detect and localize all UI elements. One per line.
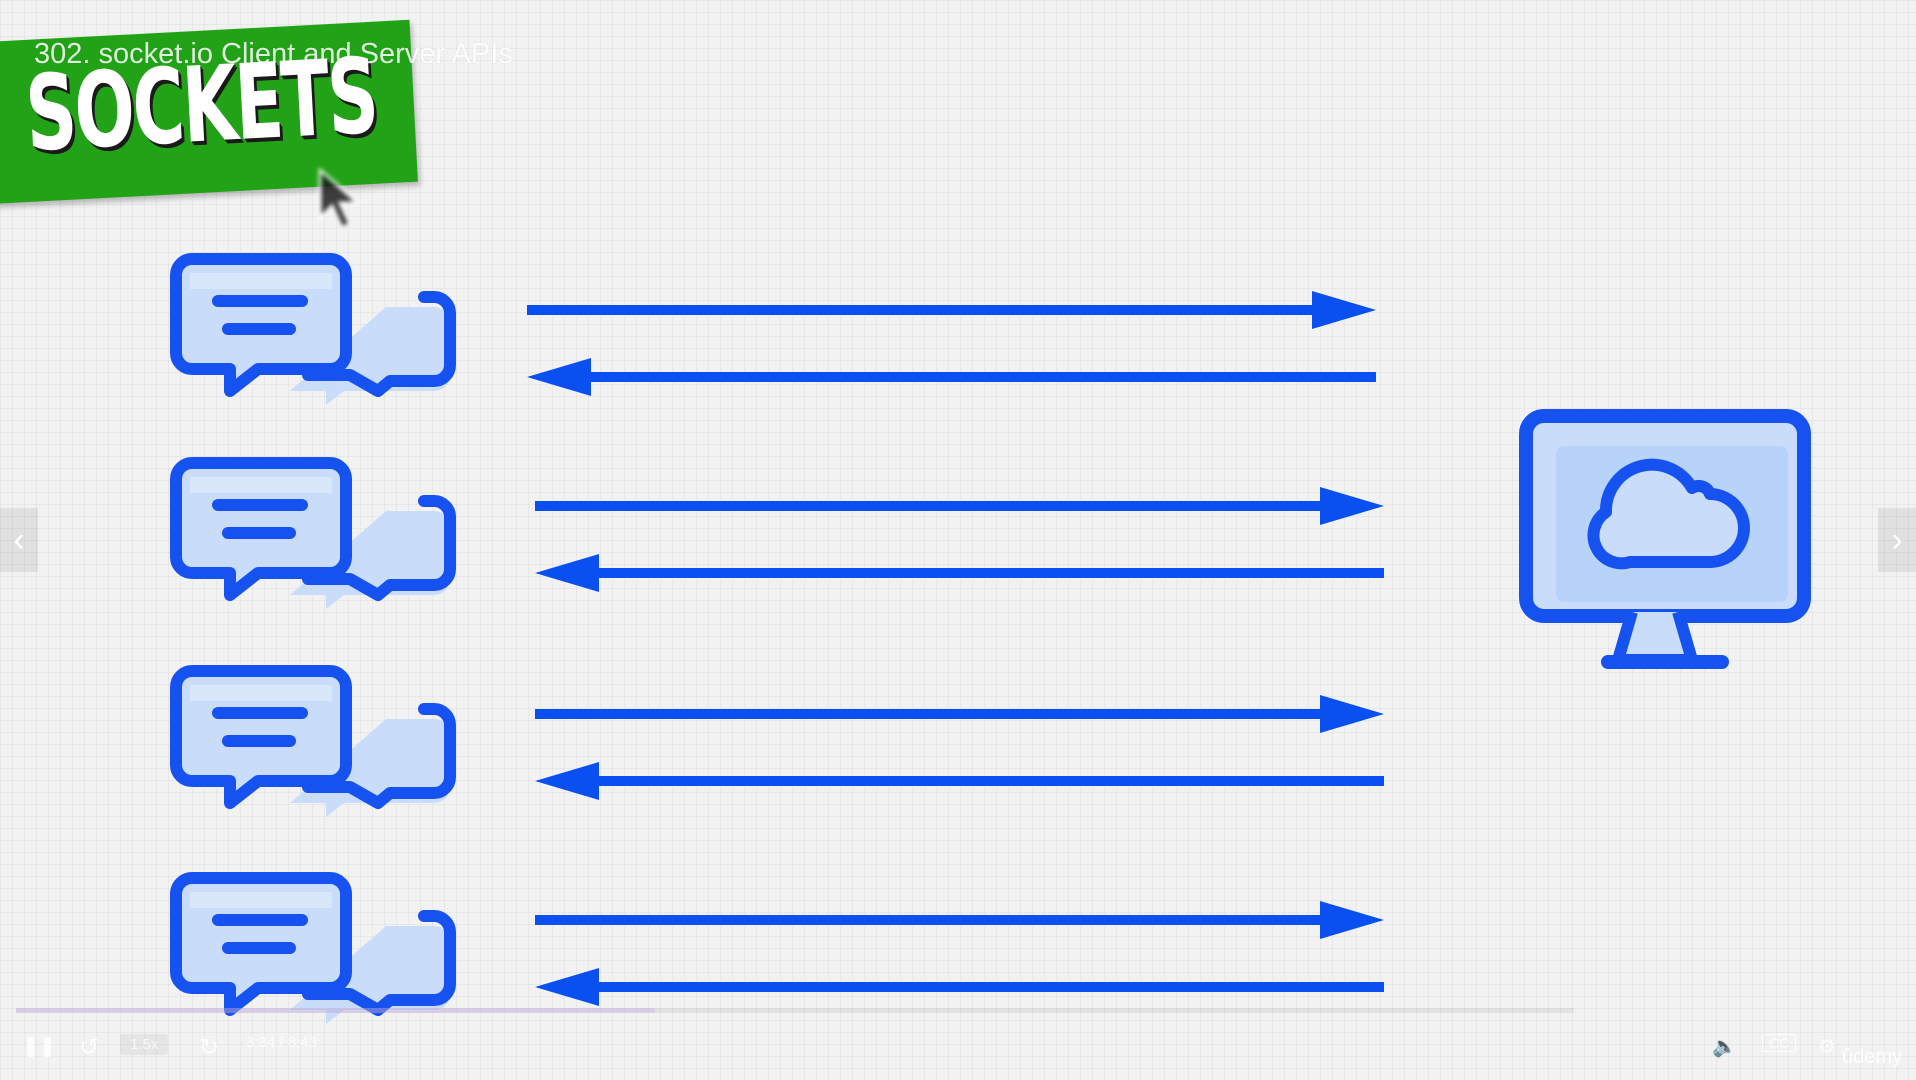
speaker-icon: 🔈 — [1712, 1036, 1737, 1058]
arrow-to-client-1 — [527, 358, 1376, 396]
settings-button[interactable]: ⚙ — [1818, 1034, 1836, 1059]
forward-button[interactable]: ↻ — [196, 1033, 222, 1061]
arrow-to-server-1 — [527, 291, 1376, 329]
mouse-cursor-icon — [318, 168, 363, 231]
captions-button[interactable]: CC — [1762, 1034, 1797, 1052]
video-progress-bar[interactable] — [16, 1008, 1574, 1013]
client-chat-icon-3 — [176, 671, 450, 817]
rewind-icon: ↺ — [78, 1033, 100, 1061]
next-lecture-button[interactable]: › — [1878, 508, 1916, 572]
captions-icon: CC — [1769, 1035, 1790, 1051]
arrow-to-client-4 — [535, 968, 1384, 1006]
gear-icon: ⚙ — [1818, 1036, 1836, 1058]
video-progress-fill — [16, 1008, 655, 1013]
arrow-to-client-2 — [535, 554, 1384, 592]
arrow-to-server-3 — [535, 695, 1384, 733]
client-chat-icon-4 — [176, 878, 450, 1024]
playback-speed-button[interactable]: 1.5x — [120, 1034, 169, 1055]
rewind-button[interactable]: ↺ — [76, 1033, 102, 1061]
client-chat-icon-2 — [176, 463, 450, 609]
volume-button[interactable]: 🔈 — [1712, 1034, 1737, 1059]
pause-icon: ❚❚ — [22, 1034, 56, 1057]
server-monitor-icon — [1519, 409, 1811, 669]
chevron-right-icon: › — [1891, 520, 1903, 559]
arrow-to-server-4 — [535, 901, 1384, 939]
previous-lecture-button[interactable]: ‹ — [0, 508, 38, 572]
chevron-left-icon: ‹ — [13, 520, 25, 559]
udemy-logo: ûdemy — [1841, 1046, 1902, 1068]
client-chat-icon-1 — [176, 259, 450, 405]
arrow-to-client-3 — [535, 762, 1384, 800]
forward-icon: ↻ — [198, 1033, 220, 1061]
pause-button[interactable]: ❚❚ — [22, 1034, 56, 1057]
cloud-icon — [1587, 458, 1750, 570]
lecture-title: 302. socket.io Client and Server APIs — [34, 38, 513, 70]
player-controls: ❚❚ ↺ 1.5x ↻ 3:34 / 8:43 🔈 CC ⚙ ûdemy — [0, 1022, 1916, 1074]
video-time: 3:34 / 8:43 — [246, 1034, 317, 1051]
arrow-to-server-2 — [535, 487, 1384, 525]
